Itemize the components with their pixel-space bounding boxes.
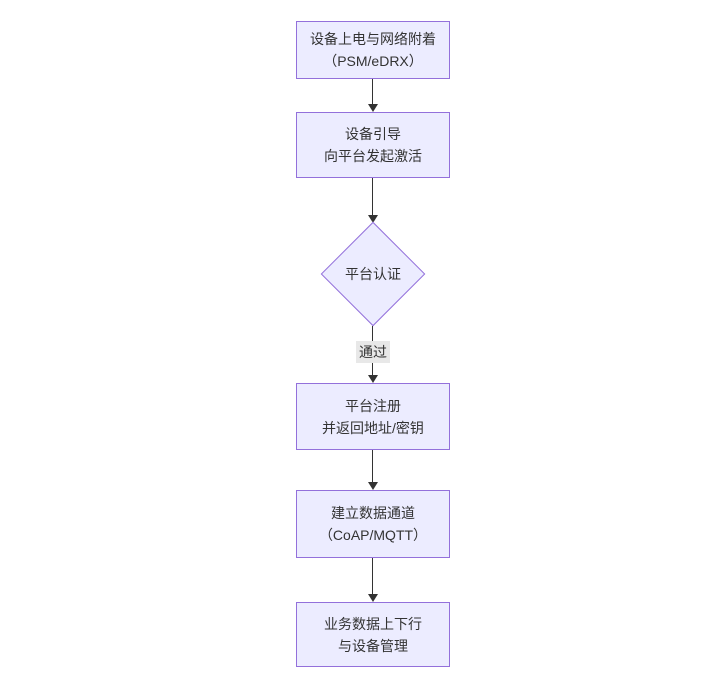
node-bootstrap: 设备引导 向平台发起激活: [296, 112, 450, 178]
edge-register-to-channel: [372, 450, 373, 483]
edge-bootstrap-to-auth: [372, 178, 373, 216]
node-power-attach: 设备上电与网络附着 （PSM/eDRX）: [296, 21, 450, 79]
edge-label-pass: 通过: [356, 341, 390, 363]
arrow-down-icon: [368, 482, 378, 490]
edge-power-to-bootstrap: [372, 79, 373, 105]
node-business: 业务数据上下行 与设备管理: [296, 602, 450, 667]
arrow-down-icon: [368, 594, 378, 602]
arrow-down-icon: [368, 104, 378, 112]
node-data-channel: 建立数据通道 （CoAP/MQTT）: [296, 490, 450, 558]
arrow-down-icon: [368, 215, 378, 223]
decision-label: 平台认证: [345, 266, 401, 282]
node-register: 平台注册 并返回地址/密钥: [296, 383, 450, 450]
edge-channel-to-business: [372, 558, 373, 595]
arrow-down-icon: [368, 375, 378, 383]
decision-platform-auth: 平台认证: [320, 221, 426, 327]
